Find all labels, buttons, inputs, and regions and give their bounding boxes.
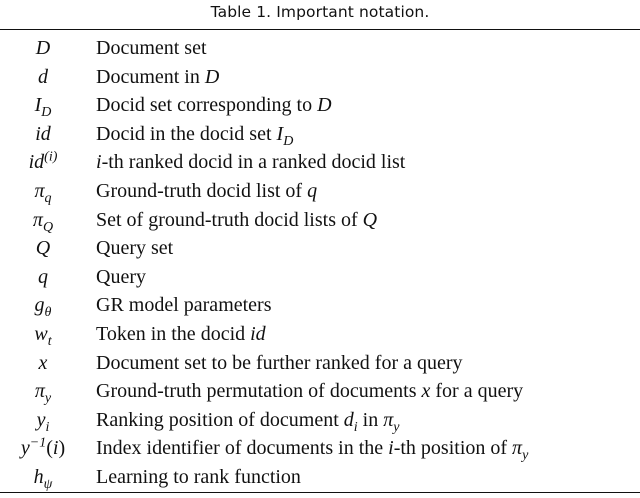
- notation-description: Ground-truth permutation of documents x …: [96, 380, 524, 403]
- notation-symbol: ID: [34, 94, 52, 121]
- table-row: gθ GR model parameters: [0, 291, 640, 320]
- table-row: hψ Learning to rank function: [0, 463, 640, 492]
- notation-description: Learning to rank function: [96, 465, 301, 488]
- table-row: πy Ground-truth permutation of documents…: [0, 377, 640, 406]
- notation-description: Set of ground-truth docid lists of Q: [96, 208, 378, 231]
- table-row: id(i) i-th ranked docid in a ranked doci…: [0, 148, 640, 177]
- table-row: q Query: [0, 263, 640, 292]
- notation-symbol: πq: [34, 179, 52, 206]
- table-row: πQ Set of ground-truth docid lists of Q: [0, 206, 640, 235]
- table-row: wt Token in the docid id: [0, 320, 640, 349]
- notation-symbol: wt: [34, 322, 52, 349]
- notation-symbol: πy: [34, 380, 52, 407]
- notation-description: Index identifier of documents in the i-t…: [96, 437, 529, 464]
- table-row: yi Ranking position of document di in πy: [0, 406, 640, 435]
- notation-description: Token in the docid id: [96, 322, 266, 345]
- table-row: x Document set to be further ranked for …: [0, 349, 640, 378]
- notation-table: D Document set d Document in D ID Docid …: [0, 34, 640, 492]
- notation-symbol: id: [35, 122, 51, 145]
- notation-description: Document set: [96, 37, 207, 59]
- notation-description: Document set to be further ranked for a …: [96, 351, 463, 374]
- notation-symbol: hψ: [33, 465, 53, 492]
- notation-description: Document in D: [96, 65, 220, 88]
- table-row: ID Docid set corresponding to D: [0, 91, 640, 120]
- table-row: Q Query set: [0, 234, 640, 263]
- notation-description: Ranking position of document di in πy: [96, 408, 400, 435]
- notation-symbol: gθ: [34, 294, 52, 321]
- notation-description: Query set: [96, 237, 174, 260]
- table-row: y−1(i) Index identifier of documents in …: [0, 434, 640, 463]
- notation-symbol: y−1(i): [20, 435, 66, 460]
- notation-symbol: x: [38, 351, 48, 374]
- table-top-rule: [0, 29, 640, 30]
- notation-symbol: D: [35, 37, 51, 59]
- notation-symbol: yi: [36, 408, 50, 435]
- notation-description: Docid set corresponding to D: [96, 94, 332, 117]
- notation-description: Ground-truth docid list of q: [96, 179, 318, 202]
- table-row: πq Ground-truth docid list of q: [0, 177, 640, 206]
- notation-description: i-th ranked docid in a ranked docid list: [96, 151, 406, 174]
- notation-description: GR model parameters: [96, 294, 272, 317]
- notation-description: Query: [96, 265, 146, 288]
- notation-symbol: πQ: [32, 208, 54, 235]
- notation-symbol: Q: [35, 237, 51, 260]
- table-row: d Document in D: [0, 63, 640, 92]
- notation-symbol: id(i): [28, 149, 58, 174]
- table-row: id Docid in the docid set ID: [0, 120, 640, 149]
- notation-symbol: d: [38, 65, 48, 88]
- table-row: D Document set: [0, 34, 640, 63]
- notation-description: Docid in the docid set ID: [96, 122, 294, 149]
- table-bottom-rule: [0, 492, 640, 493]
- notation-symbol: q: [38, 265, 48, 288]
- table-caption: Table 1. Important notation.: [210, 3, 430, 21]
